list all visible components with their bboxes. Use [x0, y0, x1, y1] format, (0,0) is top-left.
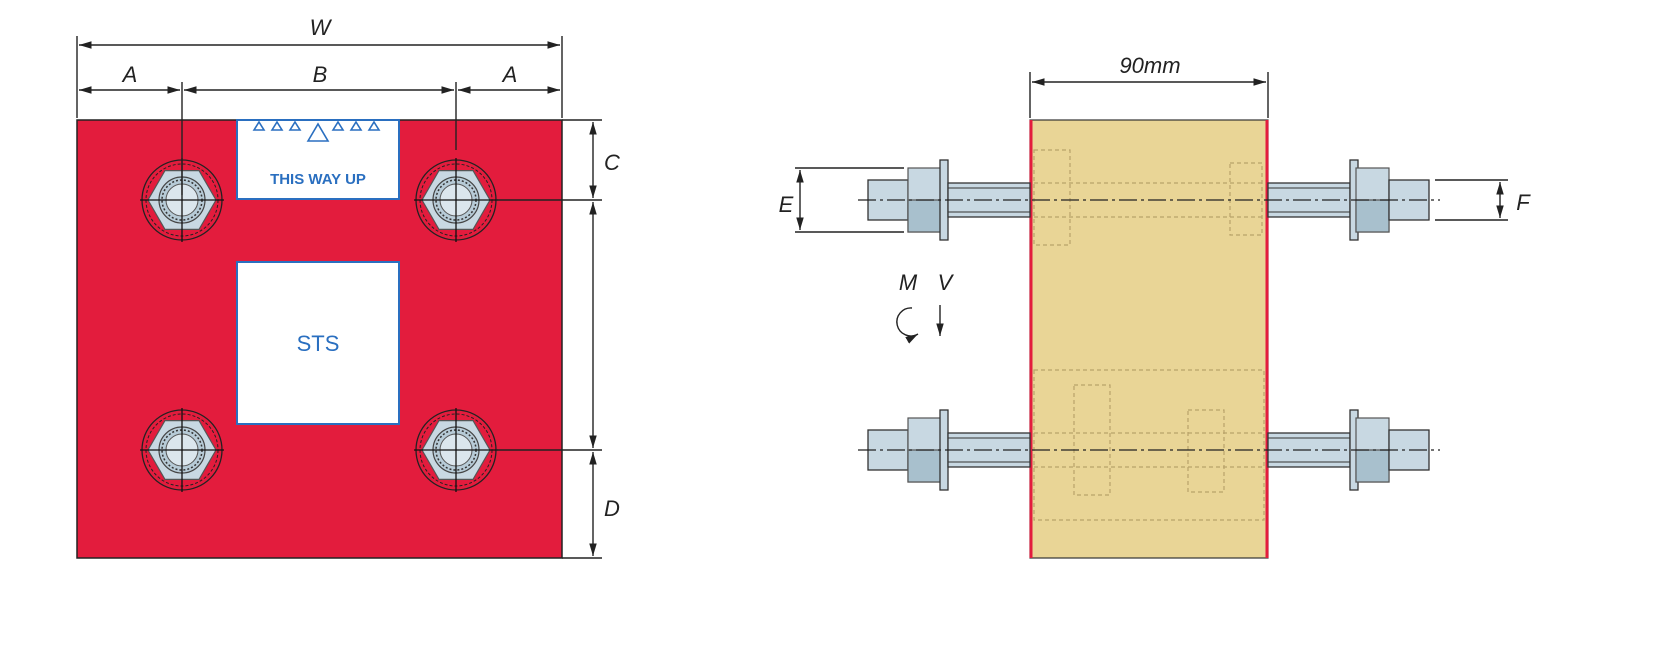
shear-label: V	[938, 270, 955, 295]
product-label: STS	[297, 331, 340, 356]
width-label: W	[310, 15, 333, 40]
bottom-edge-label: D	[604, 496, 620, 521]
front-view: THIS WAY UP STS W A	[76, 15, 620, 559]
orientation-label: THIS WAY UP	[270, 171, 366, 188]
up-arrows-icon	[252, 120, 381, 142]
thickness-label: 90mm	[1119, 53, 1180, 78]
side-view: 90mm E F M V	[779, 53, 1531, 559]
left-dimension-label: E	[779, 192, 794, 217]
edge-distance-left-label: A	[121, 62, 138, 87]
orientation-box: THIS WAY UP	[236, 119, 400, 200]
moment-arrow-icon	[896, 307, 919, 344]
moment-label: M	[899, 270, 918, 295]
right-dimension-label: F	[1516, 190, 1531, 215]
dimension-lines	[76, 36, 602, 559]
timber-block	[1029, 119, 1269, 559]
hidden-fixings	[1033, 149, 1265, 521]
bolt-spacing-label: B	[313, 62, 328, 87]
product-label-box: STS	[236, 261, 400, 425]
edge-distance-right-label: A	[501, 62, 518, 87]
side-dimension-lines	[795, 72, 1508, 233]
top-edge-label: C	[604, 150, 620, 175]
